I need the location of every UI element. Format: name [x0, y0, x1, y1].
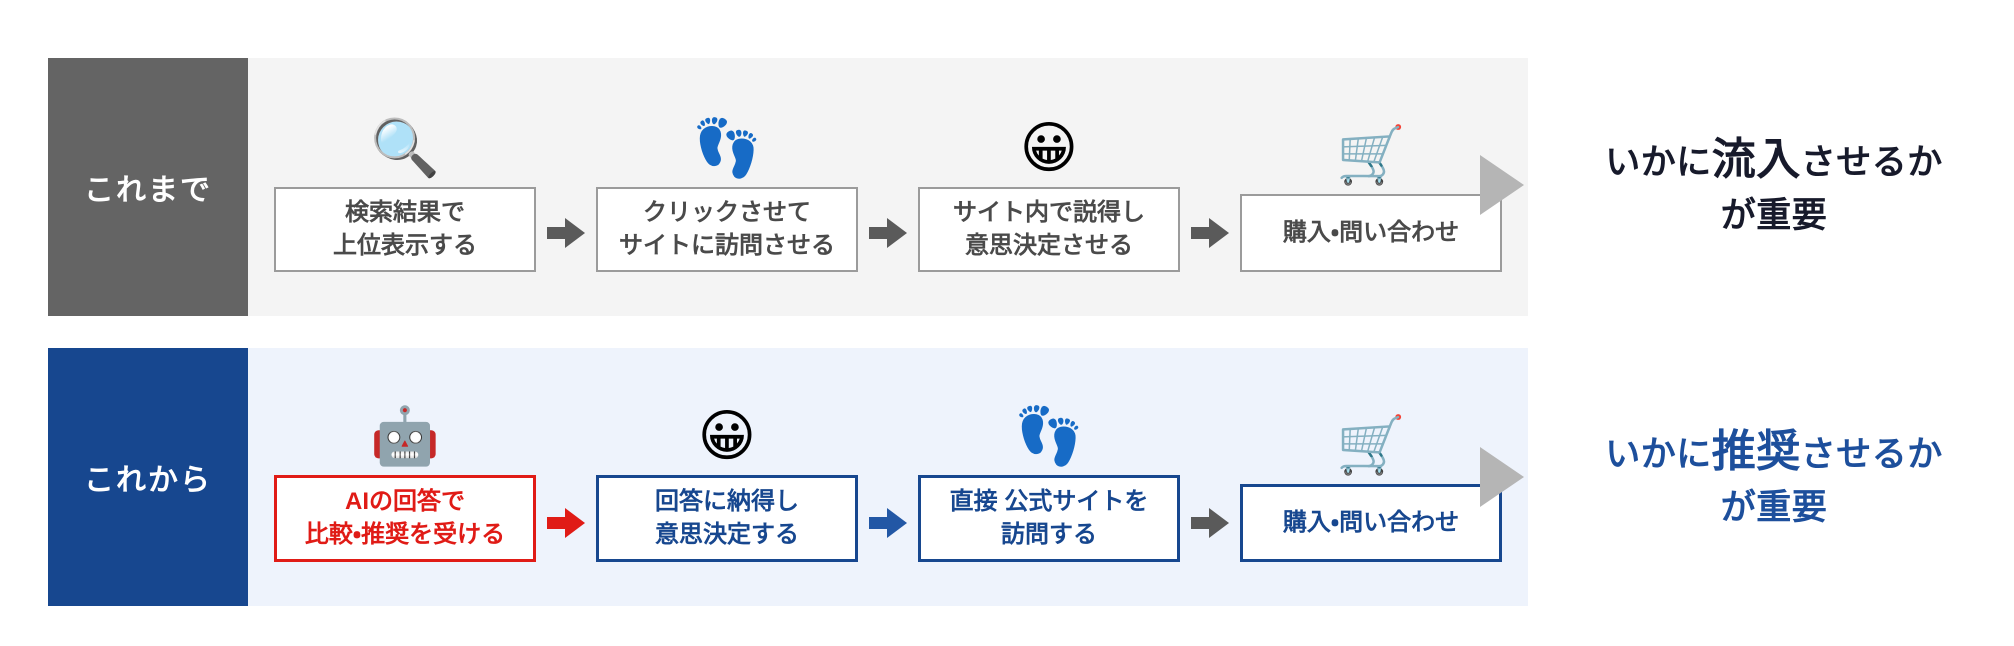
flow-future: 🤖 AIの回答で 比較・推奨を受ける 😀 回答に納: [248, 348, 1528, 606]
row-past-band: これまで 🔍 検索結果で 上位表示する 👣: [48, 58, 1528, 316]
step-future-2-line1: 回答に納得し: [655, 488, 799, 516]
step-future-2-line2: 意思決定する: [655, 520, 799, 548]
arrow-right-icon: [547, 218, 585, 248]
row-past: これまで 🔍 検索結果で 上位表示する 👣: [48, 58, 1528, 316]
era-label-future-text: これから: [84, 464, 212, 497]
step-future-4: 🛒 購入・問い合わせ: [1240, 406, 1502, 562]
era-label-future: これから: [48, 348, 248, 606]
step-future-2-box[interactable]: 回答に納得し 意思決定する: [596, 475, 858, 562]
conclusion-future-line2: が重要: [1720, 488, 1828, 528]
arrow-future-2: [858, 484, 918, 562]
step-past-3-box[interactable]: サイト内で説得し 意思決定させる: [918, 187, 1180, 272]
conclusion-past-keyword: 流入: [1711, 134, 1801, 184]
conclusion-future-suffix: させるか: [1800, 434, 1943, 474]
arrow-past-1: [536, 194, 596, 272]
arrow-right-icon: [1191, 508, 1229, 538]
era-label-past: これまで: [48, 58, 248, 316]
robot-face-icon: 🤖: [370, 404, 440, 468]
step-past-3: 😀 サイト内で説得し 意思決定させる: [918, 109, 1180, 272]
step-future-1-box[interactable]: AIの回答で 比較・推奨を受ける: [274, 475, 536, 562]
arrow-right-icon: [869, 218, 907, 248]
step-past-2-line1: クリックさせて: [643, 199, 811, 227]
step-past-4-box[interactable]: 購入・問い合わせ: [1240, 194, 1502, 272]
step-past-1-line1: 検索結果で: [345, 199, 465, 227]
conclusion-past-line2: が重要: [1720, 196, 1828, 236]
footprints-icon: 👣: [692, 116, 762, 180]
shopping-cart-icon: 🛒: [1336, 123, 1406, 186]
step-future-1-line2: 比較・推奨を受ける: [304, 520, 506, 548]
arrow-right-icon: [1191, 218, 1229, 248]
row-future: これから 🤖 AIの回答で 比較・推奨を受ける 😀: [48, 348, 1528, 606]
magnifying-glass-icon: 🔍: [370, 116, 440, 180]
step-past-3-line1: サイト内で説得し: [953, 199, 1145, 227]
arrow-future-1: [536, 484, 596, 562]
step-future-3: 👣 直接 公式サイトを 訪問する: [918, 397, 1180, 562]
step-past-1-line2: 上位表示する: [333, 231, 477, 259]
step-future-1-line1: AIの回答で: [344, 488, 465, 516]
conclusion-future-text: いかに推奨させるか が重要: [1568, 421, 1980, 533]
conclusion-past-prefix: いかに: [1605, 142, 1712, 182]
arrow-past-3: [1180, 194, 1240, 272]
footprints-icon: 👣: [1014, 404, 1084, 468]
arrow-right-icon: [547, 508, 585, 538]
step-past-3-line2: 意思決定させる: [965, 231, 1133, 259]
arrow-past-2: [858, 194, 918, 272]
step-past-2-line2: サイトに訪問させる: [619, 231, 835, 259]
step-future-3-box[interactable]: 直接 公式サイトを 訪問する: [918, 475, 1180, 562]
step-past-2: 👣 クリックさせて サイトに訪問させる: [596, 109, 858, 272]
triangle-right-icon: [1480, 155, 1524, 215]
shopping-cart-icon: 🛒: [1336, 413, 1406, 476]
step-future-1: 🤖 AIの回答で 比較・推奨を受ける: [274, 397, 536, 562]
era-label-past-text: これまで: [84, 174, 212, 207]
step-future-3-line2: 訪問する: [1000, 520, 1097, 548]
conclusion-future-keyword: 推奨: [1711, 426, 1801, 476]
grinning-face-icon: 😀: [1019, 116, 1079, 180]
conclusion-future: いかに推奨させるか が重要: [1480, 392, 1980, 562]
step-future-3-line1: 直接 公式サイトを: [949, 488, 1149, 516]
triangle-right-icon: [1480, 447, 1524, 507]
step-past-4: 🛒 購入・問い合わせ: [1240, 116, 1502, 272]
arrow-future-3: [1180, 484, 1240, 562]
step-past-4-line1: 購入・問い合わせ: [1282, 218, 1460, 246]
step-past-2-box[interactable]: クリックさせて サイトに訪問させる: [596, 187, 858, 272]
conclusion-future-prefix: いかに: [1605, 434, 1712, 474]
step-future-4-line1: 購入・問い合わせ: [1282, 508, 1460, 536]
step-past-1: 🔍 検索結果で 上位表示する: [274, 109, 536, 272]
step-future-2: 😀 回答に納得し 意思決定する: [596, 397, 858, 562]
flow-past: 🔍 検索結果で 上位表示する 👣 クリックさせて: [248, 58, 1528, 316]
conclusion-past: いかに流入させるか が重要: [1480, 100, 1980, 270]
row-future-band: これから 🤖 AIの回答で 比較・推奨を受ける 😀: [48, 348, 1528, 606]
grinning-face-icon: 😀: [697, 404, 757, 468]
arrow-right-icon: [869, 508, 907, 538]
step-past-1-box[interactable]: 検索結果で 上位表示する: [274, 187, 536, 272]
step-future-4-box[interactable]: 購入・問い合わせ: [1240, 484, 1502, 562]
conclusion-past-suffix: させるか: [1800, 142, 1943, 182]
conclusion-past-text: いかに流入させるか が重要: [1568, 129, 1980, 241]
